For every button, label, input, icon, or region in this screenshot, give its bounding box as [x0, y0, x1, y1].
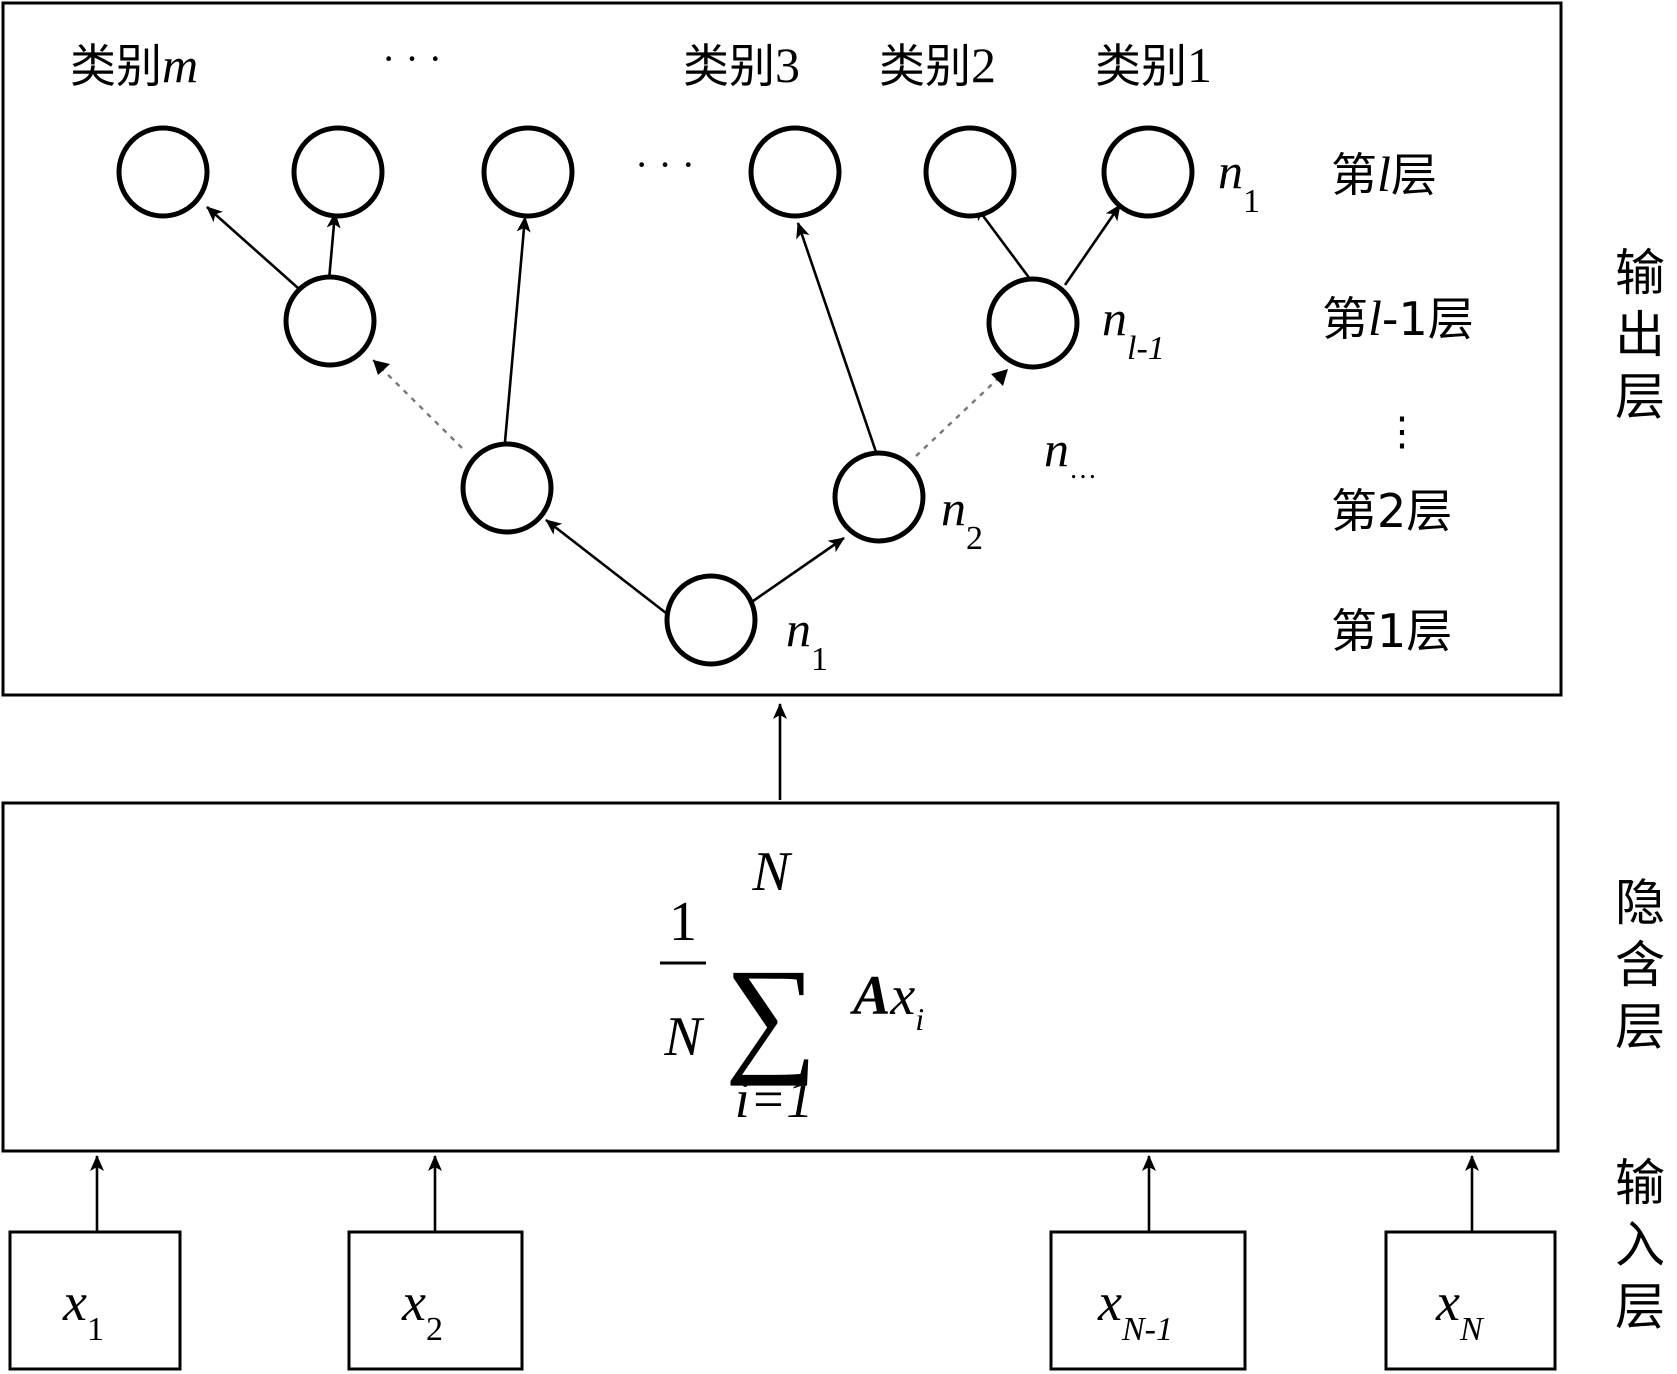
input-box-xn	[1384, 1230, 1557, 1371]
tree-node-level-l-1-right	[986, 276, 1080, 370]
node-label-n-l-1: nl-1	[1102, 290, 1165, 367]
formula-denominator: N	[663, 1006, 704, 1068]
category-ellipsis: · · ·	[382, 36, 442, 81]
dashed-edge-left	[372, 359, 463, 449]
tree-node-level-2-left	[460, 441, 554, 535]
tree-node-leaf-m	[116, 125, 210, 219]
edge-to-leaf-3	[503, 216, 531, 443]
layer-title-char: 含	[1615, 936, 1665, 994]
layer-title-char: 输	[1615, 244, 1665, 302]
tree-node-root	[664, 573, 758, 667]
layer-title-char: 层	[1615, 1278, 1665, 1336]
tree-node-leaf	[481, 125, 575, 219]
edge-to-leaf-c3	[796, 222, 878, 453]
output-layer-title: 输出层	[1615, 244, 1665, 426]
output-layer-box	[1, 1, 1563, 697]
input-box-x2	[347, 1230, 524, 1371]
hidden-layer-box	[1, 801, 1560, 1153]
input-label-x1: x1	[62, 1272, 104, 1348]
edge-root-to-right	[742, 536, 845, 610]
node-label-n-dots: n…	[1044, 421, 1097, 485]
layer-title-char: 层	[1615, 998, 1665, 1056]
category-label-2: 类别2	[879, 37, 996, 93]
input-box-xn-1	[1049, 1230, 1247, 1371]
dashed-edge-right-arrowhead	[991, 369, 1008, 386]
node-label-n1-top: n1	[1218, 143, 1260, 220]
layer-title-char: 输	[1615, 1154, 1665, 1212]
formula-lower-limit: i=1	[735, 1069, 813, 1129]
node-label-n1-root: n1	[786, 601, 828, 678]
formula-upper-limit: N	[751, 841, 792, 903]
formula-term: Axi	[850, 965, 924, 1037]
input-layer-title: 输入层	[1615, 1154, 1665, 1336]
node-label-n2: n2	[941, 480, 983, 557]
formula-numerator: 1	[669, 891, 697, 953]
tree-node-leaf-3	[748, 125, 842, 219]
dashed-edge-right	[915, 371, 1006, 457]
edge-root-to-left	[545, 518, 667, 615]
level-label-1: 第1层	[1331, 604, 1452, 658]
input-box-x1	[8, 1230, 182, 1371]
tree-node-level-l-1-left	[283, 274, 377, 368]
layer-title-char: 隐	[1615, 874, 1665, 932]
hidden-layer-title: 隐含层	[1615, 874, 1665, 1056]
edge-to-leaf-m	[206, 206, 299, 289]
edge-to-leaf-2	[326, 212, 341, 281]
category-label-3: 类别3	[683, 37, 800, 93]
input-label-xn-1: xN-1	[1097, 1272, 1173, 1348]
input-label-xn: xN	[1435, 1272, 1485, 1348]
level-label-2: 第2层	[1331, 484, 1452, 538]
layer-title-char: 出	[1615, 306, 1665, 364]
edge-to-leaf-c2	[973, 204, 1035, 284]
level-label-top: 第l层	[1331, 146, 1437, 202]
tree-node-leaf-1	[1101, 125, 1195, 219]
tree-node-level-2-right	[832, 450, 926, 544]
top-row-ellipsis: · · ·	[635, 142, 695, 187]
category-label-m: 类别m	[70, 37, 198, 93]
level-label-second-top: 第l-1层	[1322, 290, 1474, 346]
dashed-edge-left-arrowhead	[373, 360, 390, 375]
tree-node-leaf	[291, 125, 385, 219]
edge-to-leaf-c1	[1063, 204, 1122, 286]
level-vdots: ⋮	[1382, 409, 1422, 454]
category-label-1: 类别1	[1095, 37, 1212, 93]
layer-title-char: 层	[1615, 368, 1665, 426]
layer-title-char: 入	[1615, 1216, 1665, 1274]
tree-node-leaf-2	[923, 125, 1017, 219]
formula-sum-symbol: ∑	[725, 943, 818, 1087]
input-label-x2: x2	[401, 1272, 443, 1348]
